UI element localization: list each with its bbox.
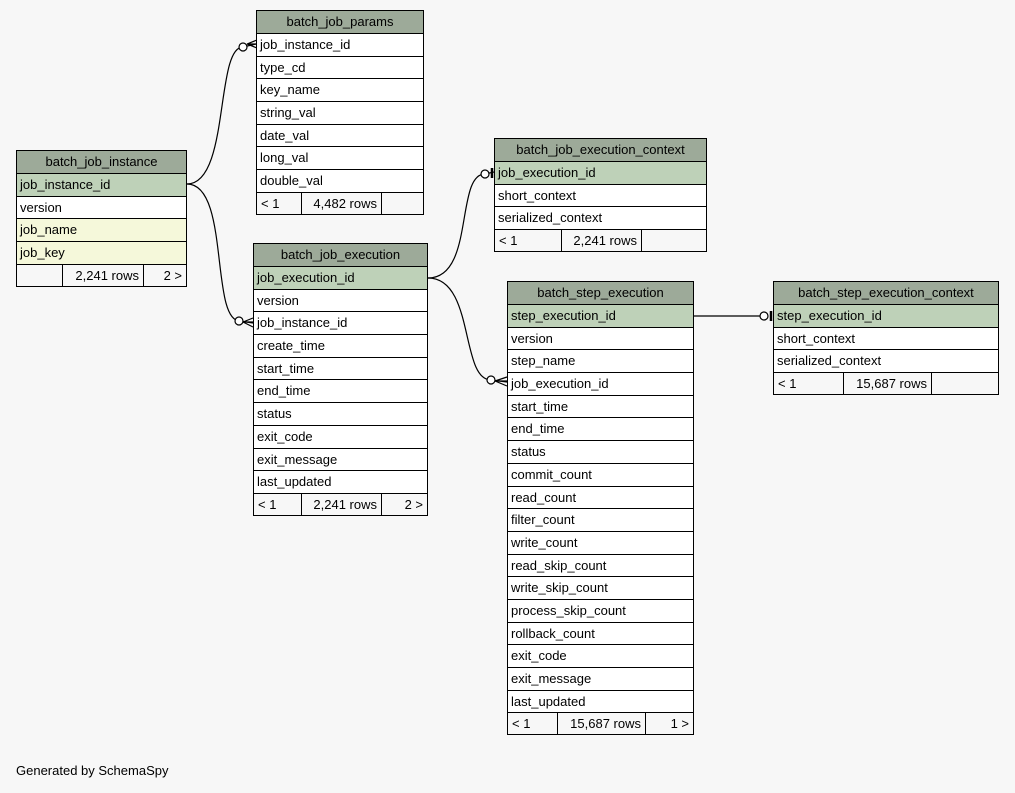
column-row: step_execution_id — [508, 305, 693, 328]
column-row: job_execution_id — [508, 373, 693, 396]
column-row: last_updated — [508, 691, 693, 714]
row-count: 2,241 rows — [562, 230, 642, 252]
link-job-execution-to-step — [427, 277, 508, 383]
row-count: 15,687 rows — [558, 713, 646, 735]
optional-marker — [234, 316, 244, 326]
table-footer: < 1 2,241 rows — [495, 230, 706, 252]
link-job-instance-to-params — [186, 43, 257, 185]
table-title[interactable]: batch_job_instance — [17, 151, 186, 174]
column-row: end_time — [254, 380, 427, 404]
column-row: key_name — [257, 79, 423, 103]
table-footer: < 1 4,482 rows — [257, 192, 423, 214]
table-title[interactable]: batch_job_execution_context — [495, 139, 706, 162]
row-count: 4,482 rows — [302, 192, 382, 214]
crows-foot-marker — [494, 376, 508, 387]
parents-count[interactable]: < 1 — [495, 230, 562, 252]
children-count[interactable]: 2 > — [404, 496, 423, 512]
crows-foot-marker — [246, 39, 258, 49]
column-row: read_skip_count — [508, 555, 693, 578]
table-title[interactable]: batch_job_execution — [254, 244, 427, 267]
column-row: exit_code — [508, 645, 693, 668]
column-row: exit_message — [508, 668, 693, 691]
link-job-execution-to-context — [427, 171, 495, 279]
row-count: 15,687 rows — [844, 373, 932, 395]
optional-marker — [238, 42, 248, 52]
table-batch-job-params[interactable]: batch_job_params job_instance_id type_cd… — [256, 10, 424, 215]
column-row: rollback_count — [508, 623, 693, 646]
column-row: exit_message — [254, 449, 427, 472]
table-batch-job-instance[interactable]: batch_job_instance job_instance_id versi… — [16, 150, 187, 287]
generated-by-note: Generated by SchemaSpy — [16, 763, 169, 778]
column-row: serialized_context — [774, 350, 998, 374]
crows-foot-marker — [242, 317, 254, 328]
parents-count[interactable] — [17, 264, 63, 286]
column-row: step_execution_id — [774, 305, 998, 328]
column-row: filter_count — [508, 509, 693, 532]
optional-marker — [480, 169, 490, 179]
column-row: type_cd — [257, 57, 423, 80]
column-row: exit_code — [254, 426, 427, 449]
column-row: version — [254, 290, 427, 313]
optional-marker — [486, 375, 496, 385]
table-title[interactable]: batch_step_execution_context — [774, 282, 998, 305]
column-row: commit_count — [508, 464, 693, 487]
row-count: 2,241 rows — [63, 264, 144, 286]
column-row: end_time — [508, 418, 693, 442]
column-row: read_count — [508, 487, 693, 510]
parents-count[interactable]: < 1 — [254, 493, 302, 515]
column-row: short_context — [774, 328, 998, 351]
column-row: status — [508, 441, 693, 464]
column-row: write_count — [508, 532, 693, 555]
column-row: start_time — [254, 358, 427, 381]
table-footer: < 1 15,687 rows — [774, 373, 998, 395]
column-row: job_key — [17, 242, 186, 265]
column-row: step_name — [508, 350, 693, 374]
column-row: serialized_context — [495, 207, 706, 231]
parents-count[interactable]: < 1 — [774, 373, 844, 395]
column-row: status — [254, 403, 427, 426]
optional-marker — [759, 311, 769, 321]
column-row: create_time — [254, 335, 427, 358]
children-count[interactable]: 1 > — [670, 716, 689, 732]
parents-count[interactable]: < 1 — [257, 192, 302, 214]
link-job-instance-to-execution — [186, 183, 254, 324]
table-title[interactable]: batch_job_params — [257, 11, 423, 34]
table-title[interactable]: batch_step_execution — [508, 282, 693, 305]
table-batch-job-execution-context[interactable]: batch_job_execution_context job_executio… — [494, 138, 707, 253]
table-batch-step-execution-context[interactable]: batch_step_execution_context step_execut… — [773, 281, 999, 396]
children-count[interactable] — [642, 230, 706, 251]
column-row: version — [508, 328, 693, 351]
column-row: version — [17, 197, 186, 220]
column-row: job_instance_id — [257, 34, 423, 57]
column-row: job_execution_id — [495, 162, 706, 185]
table-footer: < 1 2,241 rows 2 > — [254, 493, 427, 515]
table-batch-step-execution[interactable]: batch_step_execution step_execution_id v… — [507, 281, 694, 736]
row-count: 2,241 rows — [302, 493, 382, 515]
column-row: long_val — [257, 147, 423, 171]
column-row: job_execution_id — [254, 267, 427, 290]
column-row: date_val — [257, 125, 423, 148]
column-row: write_skip_count — [508, 577, 693, 600]
column-row: start_time — [508, 396, 693, 419]
table-footer: < 1 15,687 rows 1 > — [508, 713, 693, 735]
column-row: job_instance_id — [17, 174, 186, 197]
column-row: process_skip_count — [508, 600, 693, 623]
children-count[interactable] — [932, 373, 998, 394]
parents-count[interactable]: < 1 — [508, 713, 558, 735]
column-row: job_name — [17, 219, 186, 243]
table-batch-job-execution[interactable]: batch_job_execution job_execution_id ver… — [253, 243, 428, 516]
children-count[interactable]: 2 > — [163, 267, 182, 283]
column-row: job_instance_id — [254, 312, 427, 336]
column-row: string_val — [257, 102, 423, 125]
column-row: last_updated — [254, 471, 427, 494]
table-footer: 2,241 rows 2 > — [17, 264, 186, 286]
children-count[interactable] — [382, 193, 423, 214]
column-row: short_context — [495, 185, 706, 208]
column-row: double_val — [257, 170, 423, 193]
